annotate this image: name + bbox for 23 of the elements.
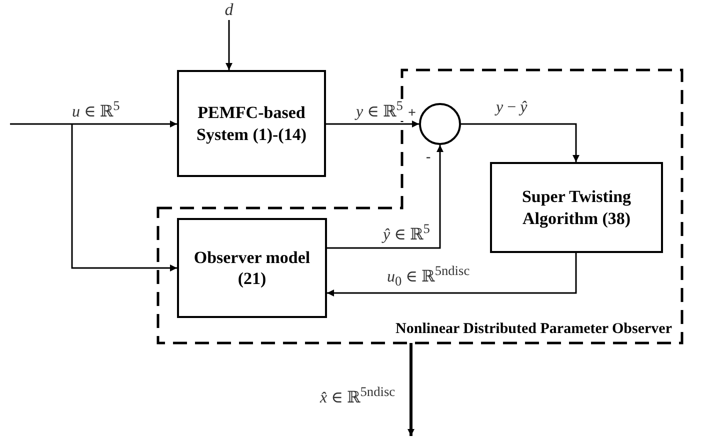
summing-junction xyxy=(419,103,461,145)
arrow xyxy=(326,120,419,128)
disturbance-label: d xyxy=(219,0,239,20)
block-title: PEMFC-based System (1)-(14) xyxy=(196,102,308,145)
sign-label: + xyxy=(407,106,417,122)
process-block xyxy=(177,70,326,177)
arrow xyxy=(327,253,577,296)
arrow xyxy=(226,20,232,70)
region-title: Nonlinear Distributed Parameter Observer xyxy=(396,320,672,339)
arrow xyxy=(408,343,414,436)
arrow xyxy=(10,120,177,128)
block-title: Observer model (21) xyxy=(192,246,312,290)
observer-region xyxy=(158,70,682,343)
sign-label: - xyxy=(425,150,432,166)
process-block xyxy=(177,218,327,318)
edge-label: ŷ ∈ ℝ$^{5}$ xyxy=(381,222,432,244)
process-block xyxy=(490,162,663,253)
arrow xyxy=(71,124,177,272)
block-title: Super Twisting Algorithm (38) xyxy=(520,186,632,229)
edge-label: y − ŷ xyxy=(494,99,530,117)
edge-label: y ∈ ℝ$^{5}$ xyxy=(354,99,405,121)
arrow xyxy=(327,145,444,249)
arrow xyxy=(461,123,580,162)
